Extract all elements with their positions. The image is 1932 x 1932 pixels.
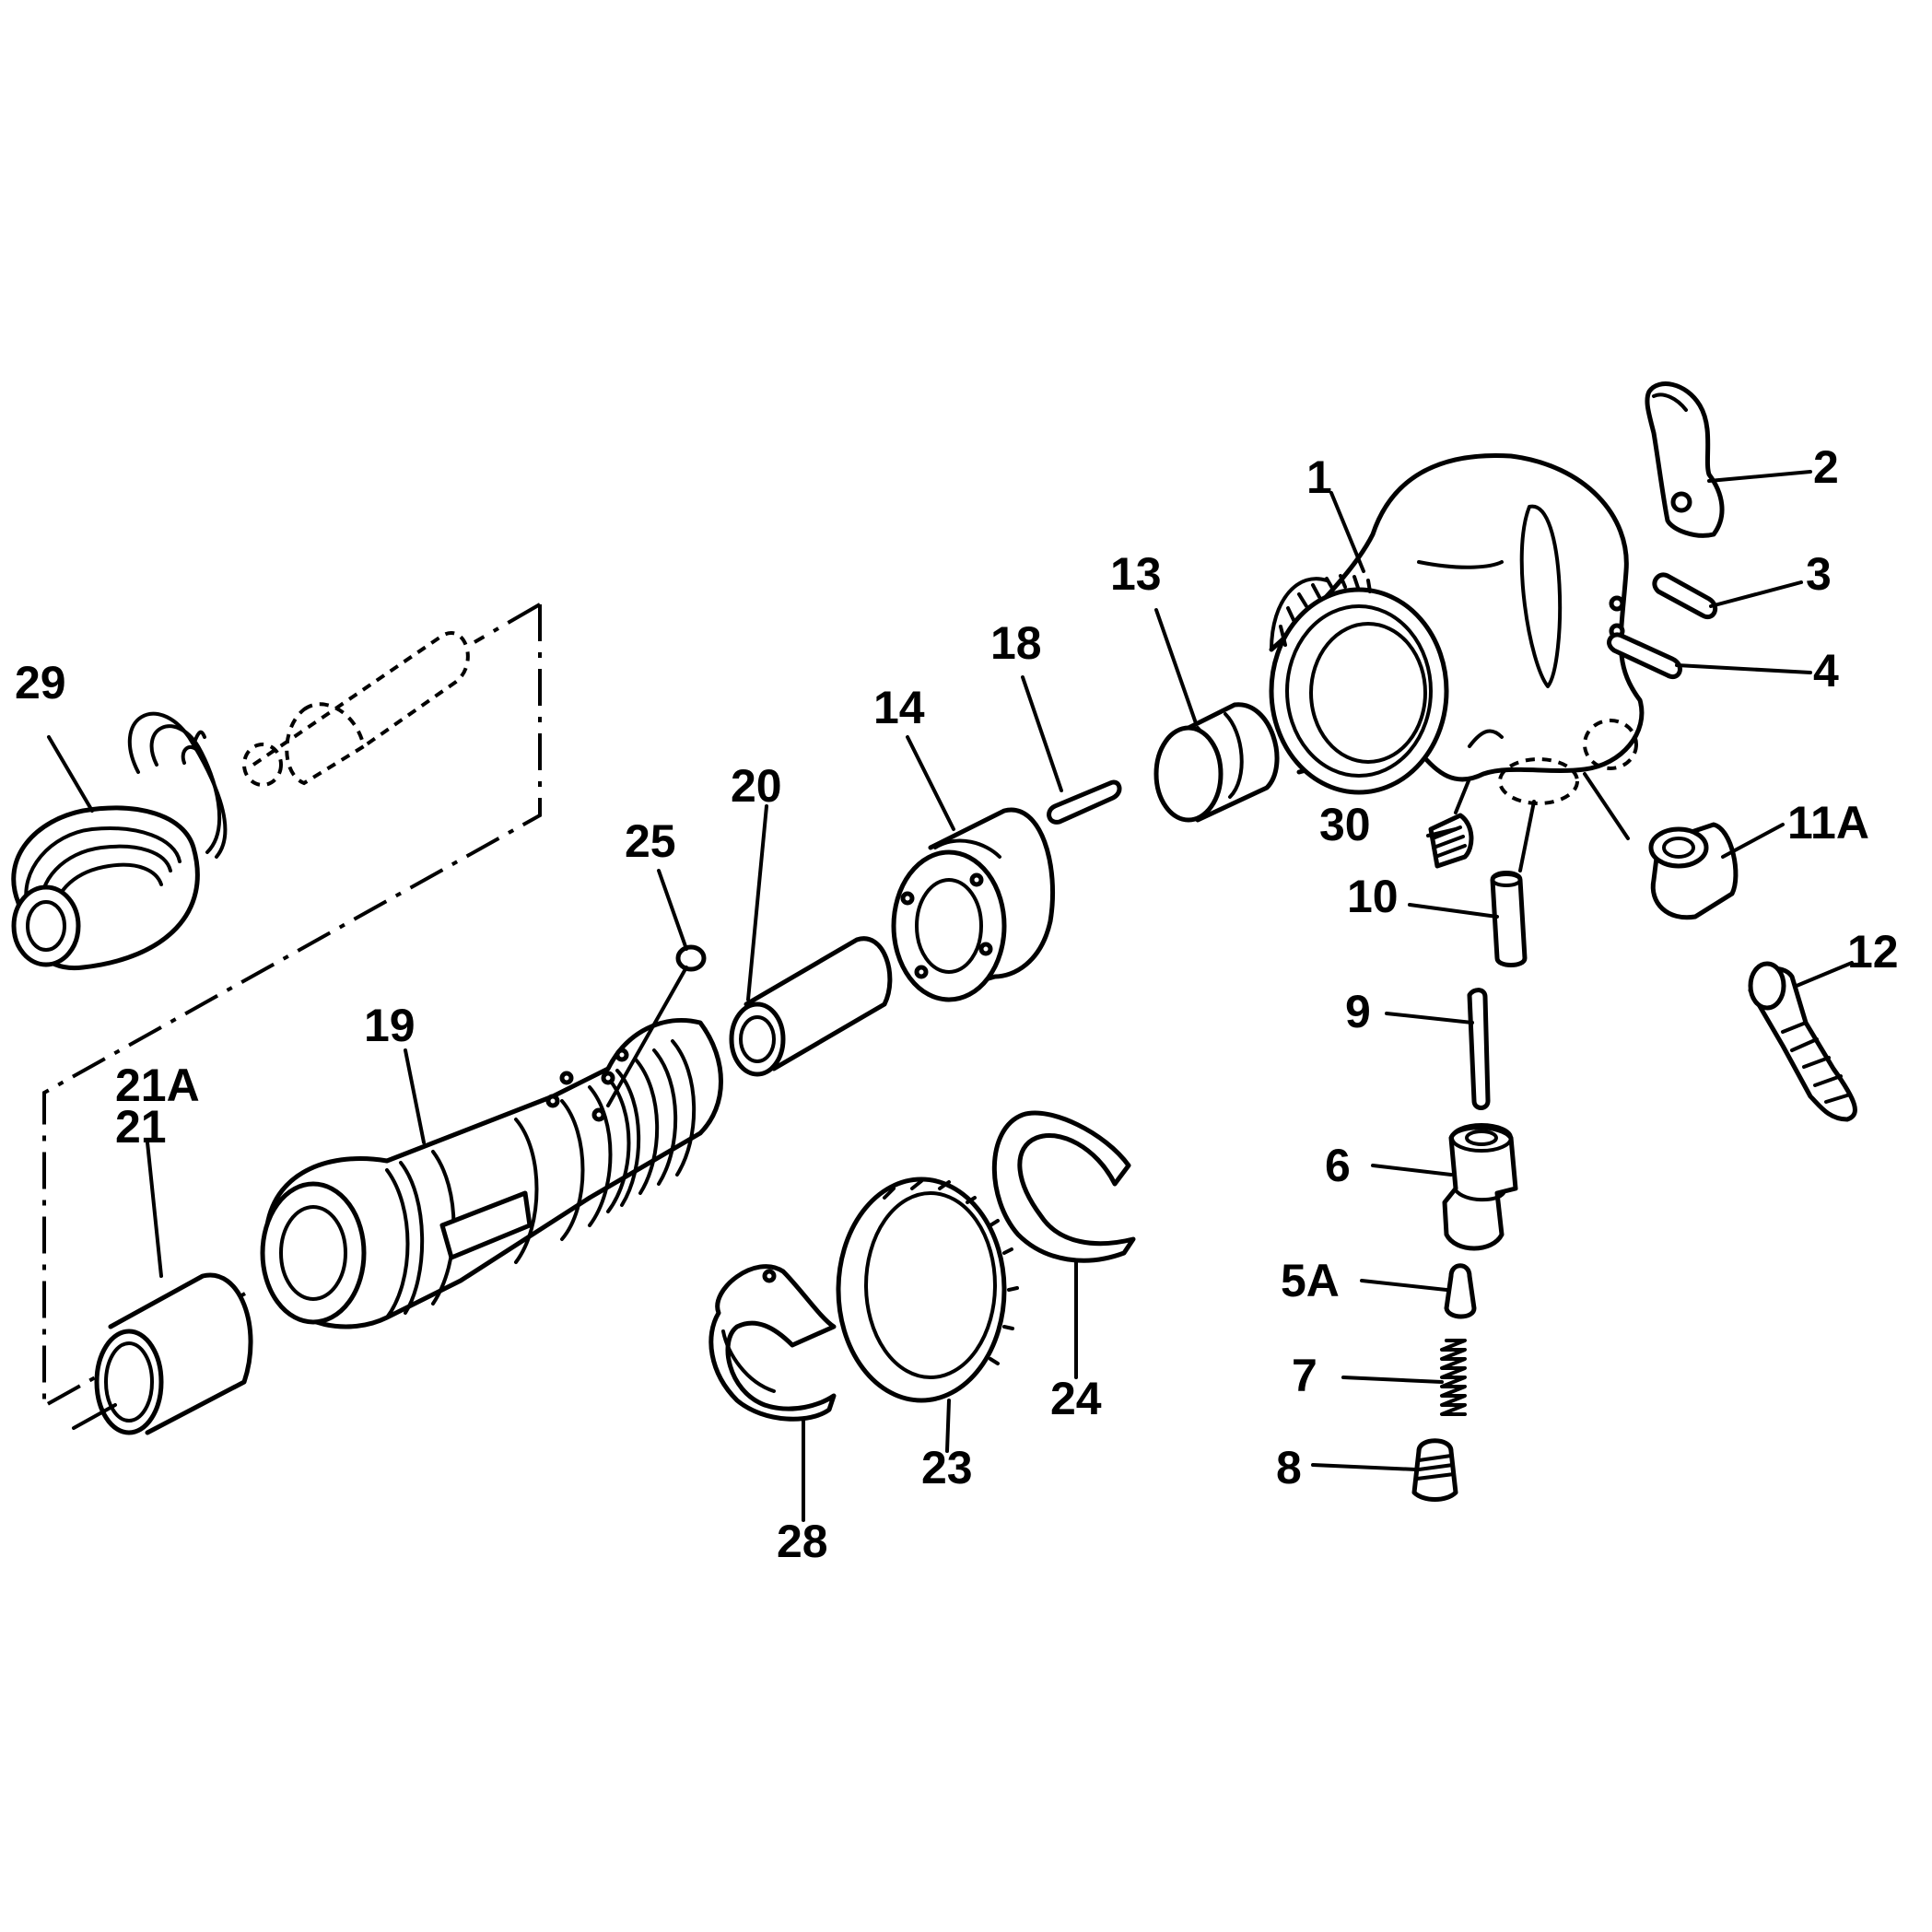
part-21-bushing bbox=[94, 1272, 253, 1435]
callout-21a: 21A bbox=[115, 1060, 200, 1111]
part-12-hose-barb bbox=[1748, 961, 1857, 1122]
callout-3: 3 bbox=[1806, 548, 1832, 600]
callout-19: 19 bbox=[364, 1000, 416, 1051]
callout-11a: 11A bbox=[1787, 797, 1869, 849]
part-20-piston bbox=[729, 936, 893, 1077]
part-6-valve-bushing bbox=[1442, 1123, 1518, 1251]
part-11a-fitting bbox=[1648, 822, 1739, 920]
part-25-ball bbox=[675, 944, 707, 972]
part-1-handle-housing bbox=[1269, 452, 1645, 805]
callout-23: 23 bbox=[921, 1442, 973, 1493]
callout-12: 12 bbox=[1847, 926, 1899, 978]
part-5a-valve bbox=[1444, 1263, 1477, 1319]
callout-14: 14 bbox=[873, 682, 925, 733]
part-29-spring-retainer bbox=[11, 711, 228, 971]
callout-28: 28 bbox=[777, 1516, 828, 1567]
part-7-spring bbox=[1440, 1339, 1467, 1416]
callout-29: 29 bbox=[15, 657, 66, 708]
part-9-pin bbox=[1467, 988, 1491, 1110]
callout-24: 24 bbox=[1050, 1373, 1102, 1424]
callout-4: 4 bbox=[1813, 645, 1839, 697]
leader-lines bbox=[47, 470, 1854, 1522]
callout-30: 30 bbox=[1319, 799, 1371, 850]
part-19-barrel bbox=[260, 1017, 723, 1329]
callout-1: 1 bbox=[1306, 451, 1332, 503]
part-14-valve-box bbox=[891, 807, 1055, 1002]
callout-labels: 1 2 3 4 11A 12 13 18 14 30 10 9 6 5A 7 8… bbox=[15, 441, 1899, 1567]
callout-5a: 5A bbox=[1281, 1255, 1340, 1306]
callout-10: 10 bbox=[1347, 871, 1399, 922]
callout-25: 25 bbox=[625, 815, 676, 867]
callout-21: 21 bbox=[115, 1101, 167, 1153]
callout-18: 18 bbox=[990, 617, 1042, 669]
part-23-ring bbox=[836, 1177, 1019, 1403]
part-2-trigger bbox=[1645, 381, 1725, 538]
callout-13: 13 bbox=[1110, 548, 1162, 600]
part-24-split-ring bbox=[991, 1110, 1136, 1263]
part-10-bushing bbox=[1490, 871, 1528, 967]
callout-20: 20 bbox=[731, 760, 782, 812]
callout-8: 8 bbox=[1276, 1442, 1302, 1493]
part-28-spring-clip bbox=[708, 1264, 837, 1422]
part-8-plug bbox=[1411, 1438, 1458, 1502]
callout-7: 7 bbox=[1292, 1350, 1317, 1401]
phantom-chisel-shank bbox=[242, 631, 470, 787]
housing-knurl bbox=[1279, 574, 1372, 647]
part-13-valve bbox=[1153, 702, 1280, 823]
part-30-set-screw bbox=[1428, 813, 1474, 869]
callout-9: 9 bbox=[1345, 986, 1371, 1037]
callout-6: 6 bbox=[1325, 1140, 1351, 1191]
part-3-pin bbox=[1652, 572, 1718, 620]
part-18-pin bbox=[1047, 779, 1122, 825]
callout-2: 2 bbox=[1813, 441, 1839, 493]
